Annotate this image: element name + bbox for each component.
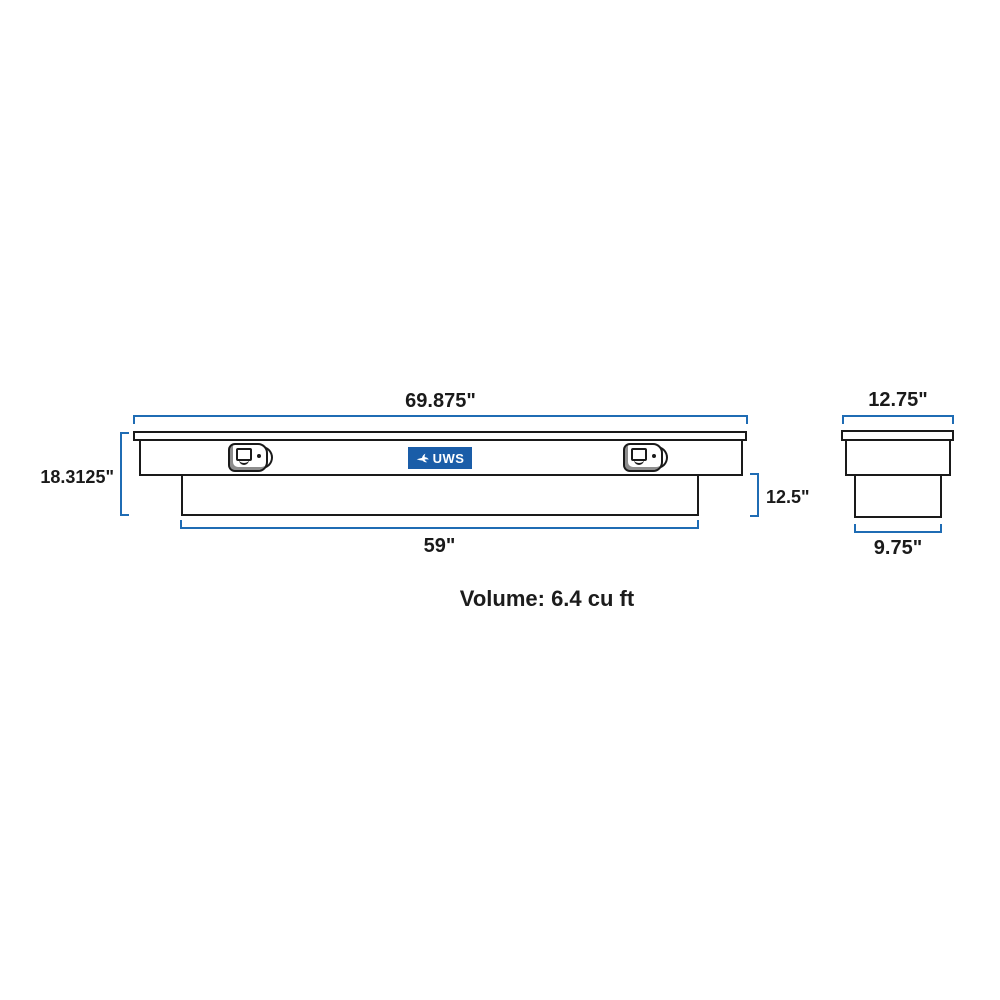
- dim-label-front-base-width: 59": [423, 535, 456, 557]
- latch-notch-icon: [239, 460, 249, 465]
- dim-bracket-front-base-height: [750, 473, 759, 517]
- side-base: [854, 476, 942, 518]
- dim-bracket-side-base-width: [854, 524, 942, 533]
- dim-label-side-base-width: 9.75": [873, 537, 923, 559]
- marlin-icon: [416, 453, 429, 462]
- dim-bracket-front-top-width: [133, 415, 748, 424]
- volume-label: Volume: 6.4 cu ft: [459, 586, 635, 611]
- side-body: [845, 439, 951, 476]
- dim-label-side-top-width: 12.75": [868, 389, 928, 411]
- front-base: [181, 476, 699, 516]
- left-latch: [228, 443, 274, 472]
- dim-label-front-top-width: 69.875": [405, 390, 476, 412]
- dim-bracket-side-top-width: [842, 415, 954, 424]
- uws-logo-badge: UWS: [408, 447, 472, 469]
- dim-label-front-overall-height: 18.3125": [40, 467, 114, 487]
- latch-keyhole-icon: [652, 454, 656, 458]
- uws-logo-text: UWS: [432, 450, 465, 466]
- dim-bracket-front-overall-height: [120, 432, 129, 516]
- dim-bracket-front-base-width: [180, 520, 699, 529]
- latch-paddle-icon: [228, 443, 268, 472]
- dim-label-front-base-height: 12.5": [766, 487, 810, 507]
- latch-notch-icon: [634, 460, 644, 465]
- latch-paddle-icon: [623, 443, 663, 472]
- right-latch: [623, 443, 669, 472]
- latch-keyhole-icon: [257, 454, 261, 458]
